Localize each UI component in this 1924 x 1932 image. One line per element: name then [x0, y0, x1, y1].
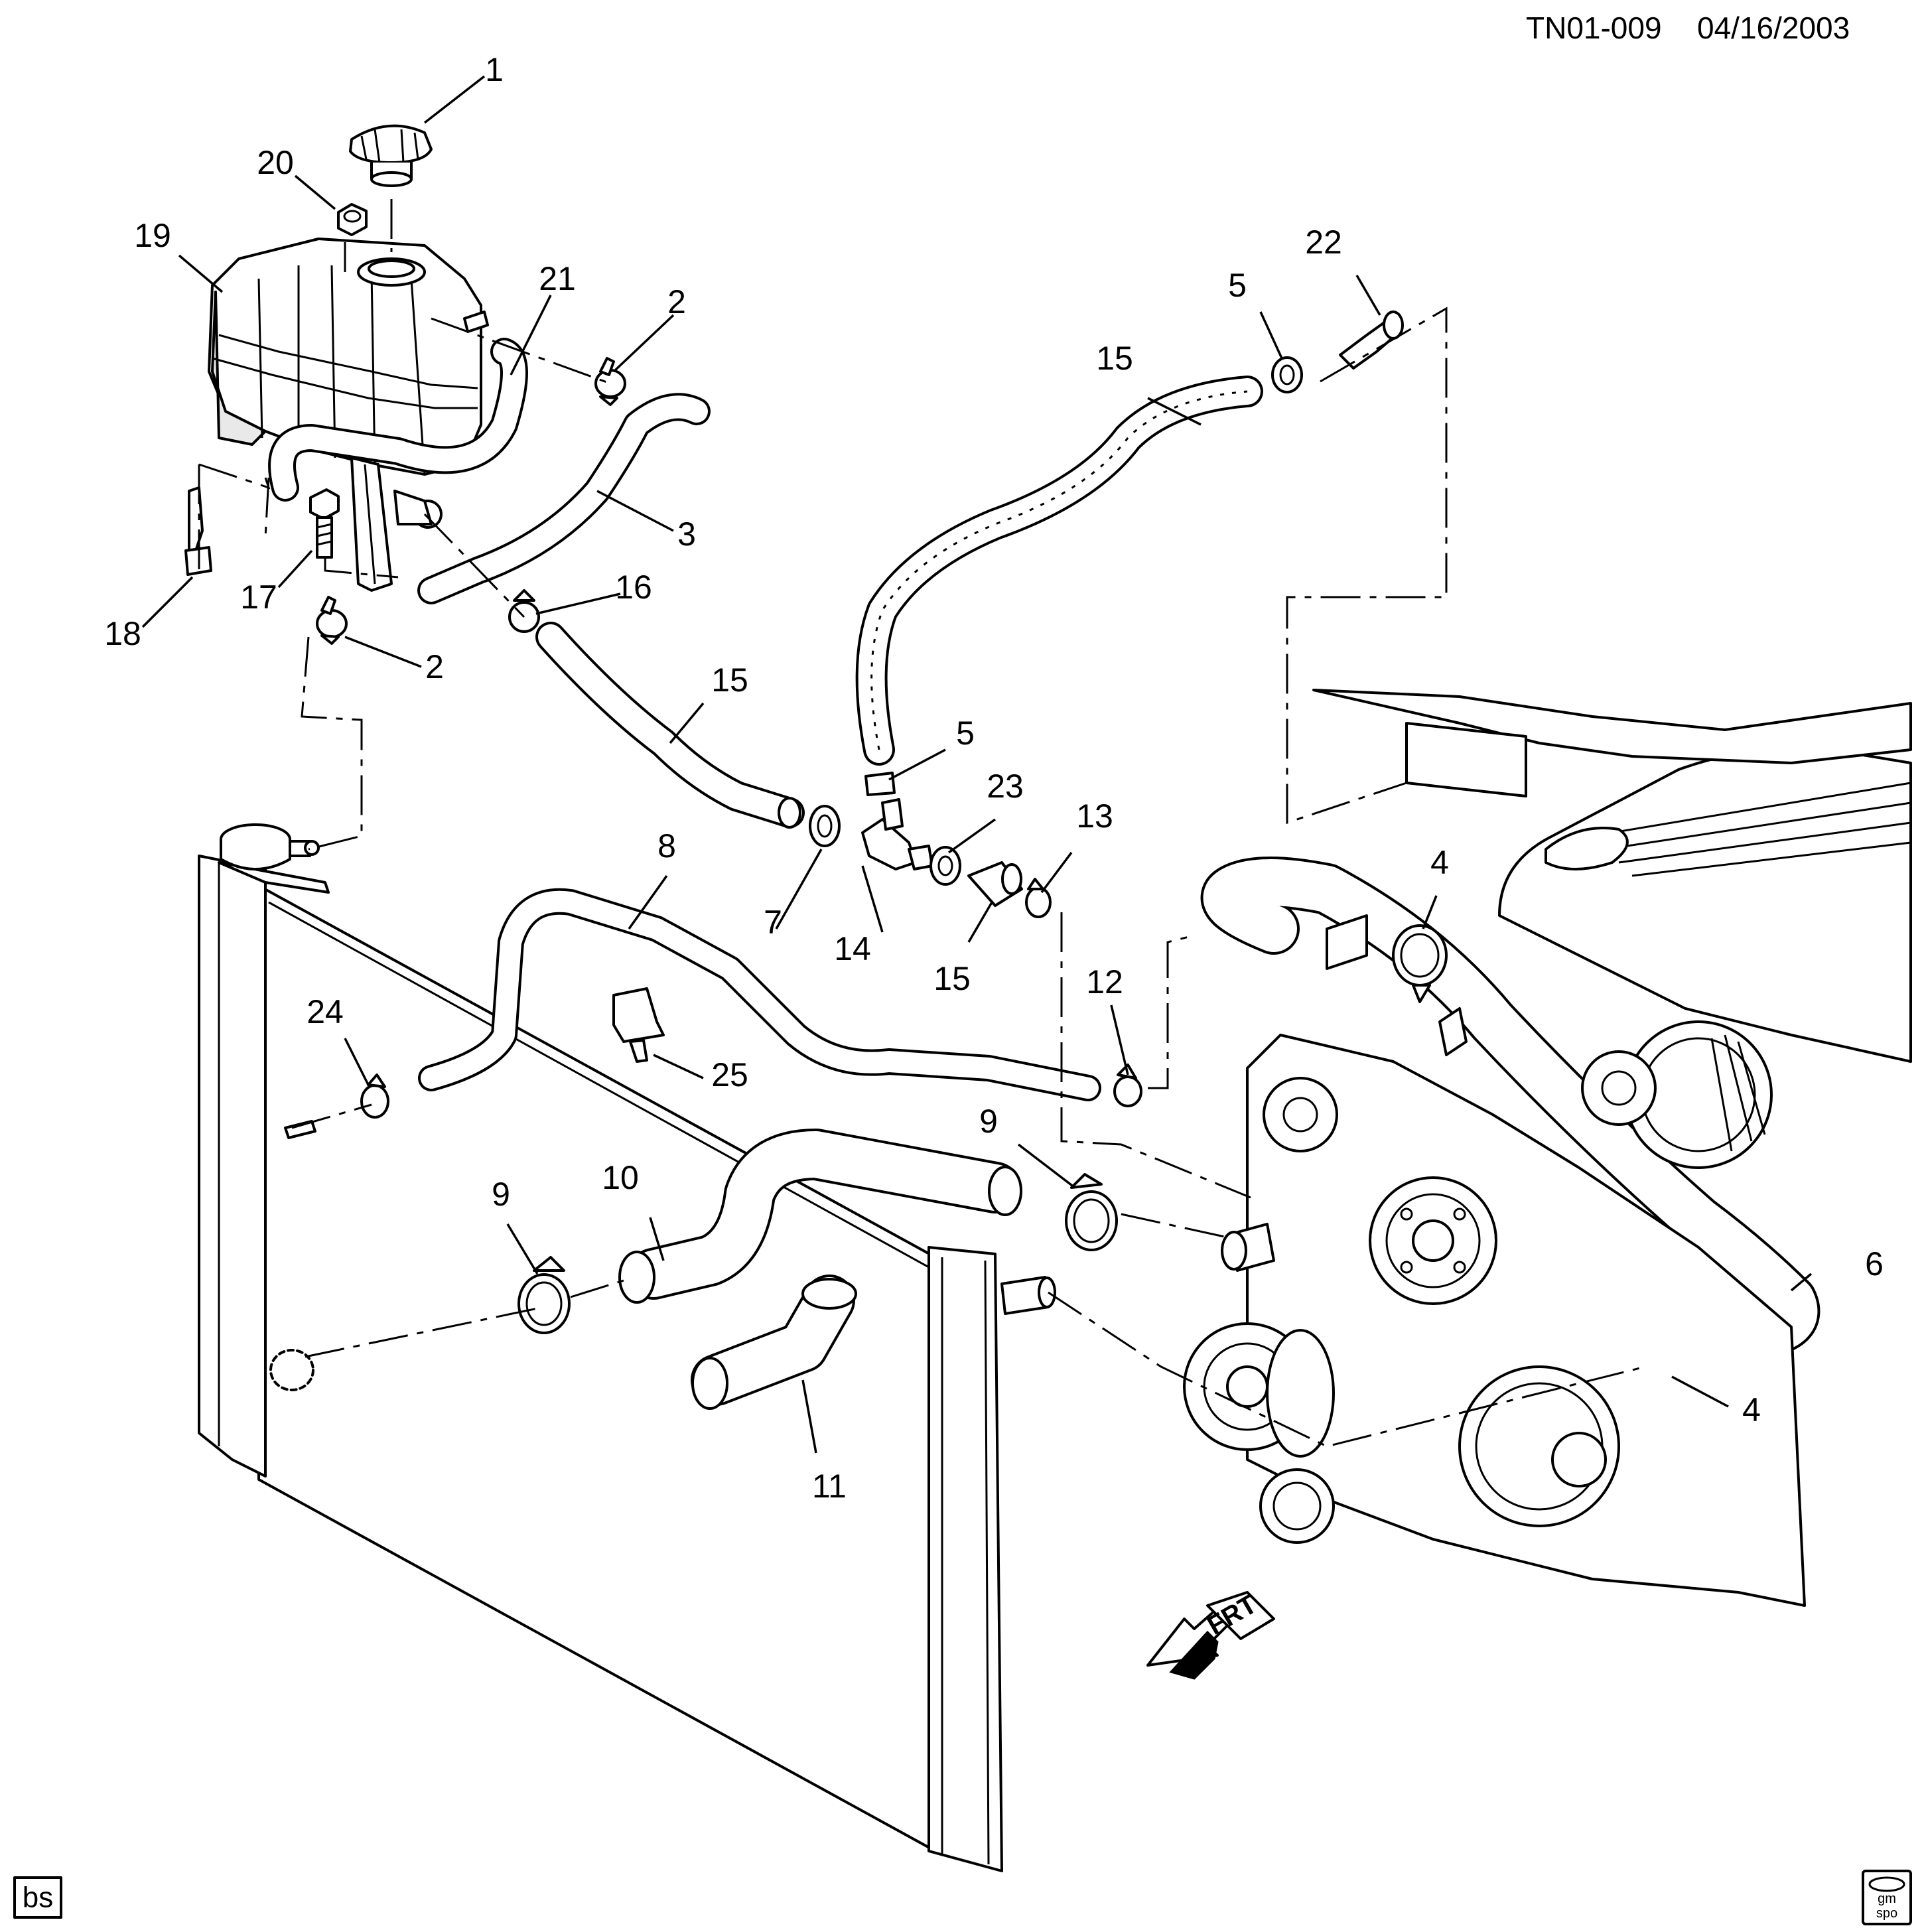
thermostat-housing — [1221, 1223, 1335, 1544]
water-pump-pulley — [1369, 1176, 1497, 1305]
clamp-16 — [508, 589, 540, 633]
callout-1: 1 — [485, 51, 504, 88]
callout-11: 11 — [812, 1468, 847, 1505]
reservoir-vent-hose — [268, 338, 528, 502]
idler-pulley — [1263, 1077, 1338, 1152]
callout-21: 21 — [539, 260, 576, 297]
seal-23 — [929, 846, 961, 886]
engine — [1183, 689, 1912, 1607]
front-direction-arrow: FRT — [1146, 1590, 1275, 1680]
clip-25 — [612, 987, 665, 1063]
tee-fitting — [861, 798, 933, 870]
power-steering-pulley — [1458, 1365, 1620, 1527]
connector-5-lower — [864, 772, 896, 796]
callout-8: 8 — [657, 827, 676, 864]
gm-spo-logo: gm spo — [1862, 1870, 1912, 1925]
radiator — [198, 823, 1056, 1872]
bolt — [309, 488, 340, 559]
nut — [337, 203, 368, 236]
callout-9-lower: 9 — [492, 1176, 510, 1213]
seal-7 — [809, 805, 841, 847]
reservoir-cap — [349, 124, 433, 187]
connector-5-upper — [1271, 356, 1303, 393]
clamp-bottom — [316, 596, 348, 645]
callout-24: 24 — [307, 993, 344, 1030]
compressor-pulley — [1183, 1322, 1335, 1458]
callout-4-lower: 4 — [1742, 1391, 1761, 1428]
heater-return-hose — [418, 888, 1101, 1101]
reservoir-overflow-hose — [417, 393, 711, 604]
alternator — [1581, 1020, 1773, 1169]
clamp-9-lower — [517, 1256, 571, 1334]
coolant-reservoir — [208, 238, 489, 592]
leader-lines — [141, 75, 1813, 1454]
callout-15-bottom: 15 — [933, 960, 971, 997]
clamp-top — [594, 357, 626, 406]
callout-7: 7 — [764, 904, 782, 941]
clamp-13 — [1025, 878, 1052, 918]
callouts: 1 2 2 3 4 4 5 5 6 7 8 9 9 10 11 12 13 14… — [104, 51, 1884, 1505]
callout-3: 3 — [677, 516, 696, 553]
bs-badge-text: bs — [23, 1882, 53, 1914]
lower-radiator-hose-elbow — [691, 1275, 857, 1410]
short-hose — [967, 861, 1023, 907]
logo-text-spo: spo — [1876, 1906, 1897, 1921]
bs-badge: bs — [13, 1876, 62, 1919]
callout-20: 20 — [257, 144, 294, 181]
callout-22: 22 — [1305, 224, 1342, 261]
drawing-id: TN01-009 — [1526, 11, 1662, 45]
callout-2-bottom: 2 — [425, 648, 444, 685]
clamp-9-upper — [1065, 1173, 1118, 1251]
callout-19: 19 — [134, 217, 171, 254]
drawing-date: 04/16/2003 — [1697, 11, 1850, 45]
corrugated-bypass-hose — [855, 376, 1263, 766]
callout-23: 23 — [987, 768, 1024, 805]
callout-25: 25 — [711, 1056, 748, 1093]
callout-5-upper: 5 — [1228, 267, 1247, 304]
callout-13: 13 — [1076, 797, 1113, 835]
heater-inlet-hose — [535, 622, 805, 829]
clamp-24 — [360, 1073, 389, 1119]
radiator-cap — [220, 823, 320, 870]
callout-10: 10 — [602, 1159, 639, 1196]
callout-15-middle: 15 — [711, 661, 748, 699]
callout-16: 16 — [615, 569, 652, 606]
callout-2-top: 2 — [667, 283, 686, 320]
callout-12: 12 — [1086, 963, 1123, 1000]
callout-17: 17 — [240, 579, 277, 616]
callout-6: 6 — [1865, 1245, 1884, 1282]
callout-4-upper: 4 — [1430, 844, 1449, 881]
callout-9-upper: 9 — [979, 1103, 998, 1140]
assembly-lines — [198, 199, 1646, 1448]
callout-5-lower: 5 — [956, 715, 975, 752]
callout-14: 14 — [834, 930, 871, 967]
logo-text-gm: gm — [1878, 1892, 1896, 1906]
upper-radiator-hose — [618, 1129, 1022, 1304]
callout-15-top: 15 — [1096, 340, 1133, 377]
clamp-4-upper — [1392, 924, 1448, 1003]
callout-18: 18 — [104, 615, 141, 652]
